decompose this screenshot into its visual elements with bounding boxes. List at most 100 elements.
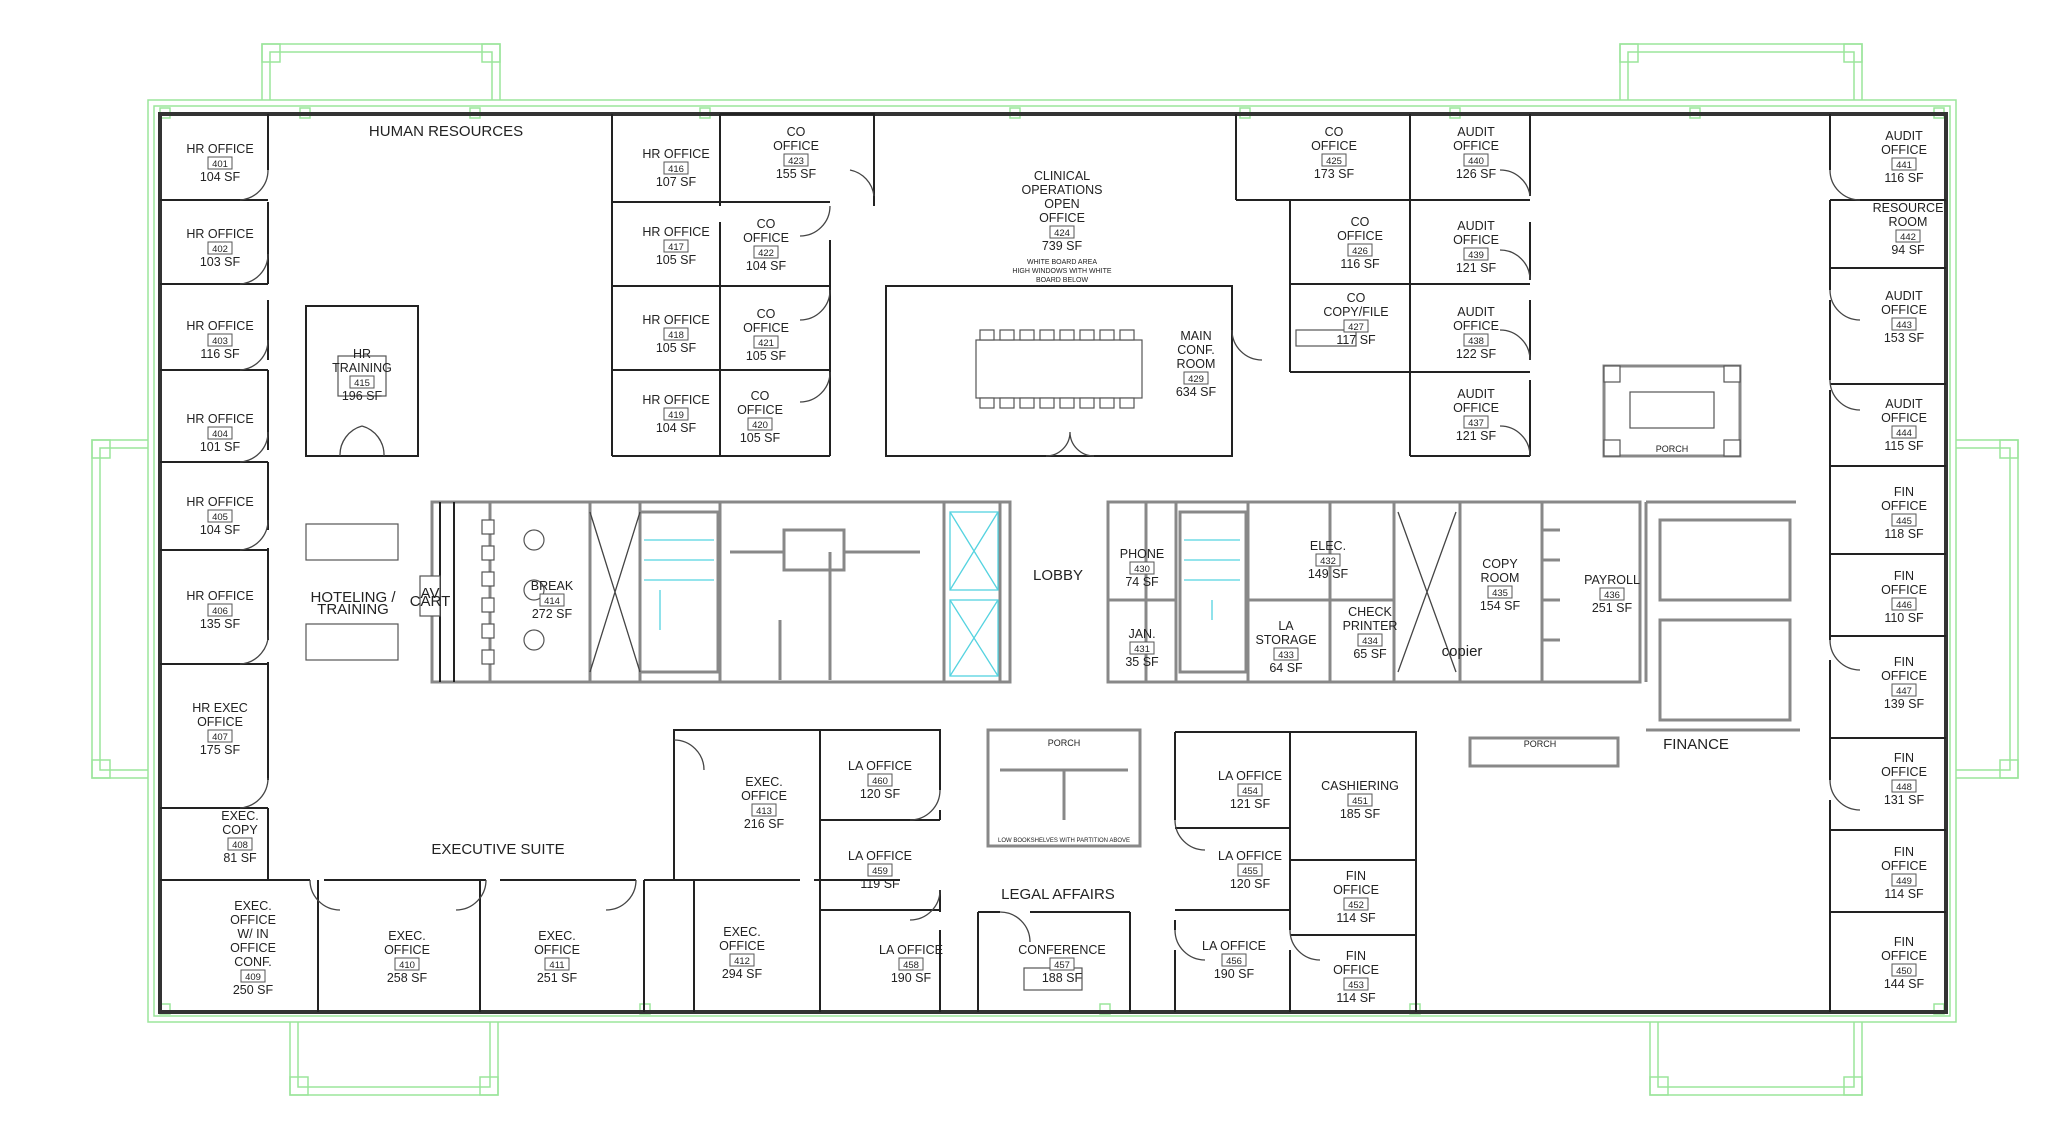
room-name-line: HR OFFICE bbox=[186, 412, 253, 426]
exterior-trim bbox=[91, 43, 2019, 1096]
room-number-box bbox=[1347, 793, 1373, 807]
room-number-box bbox=[747, 417, 773, 431]
room-name-line: OFFICE bbox=[230, 941, 276, 955]
room-number-box bbox=[1891, 317, 1917, 331]
room-name-line: EXEC. bbox=[538, 929, 576, 943]
zone-legal-affairs: LEGAL AFFAIRS bbox=[1001, 886, 1115, 903]
room-number-box bbox=[751, 803, 777, 817]
room-name-line: OFFICE bbox=[773, 139, 819, 153]
room-name-line: CO bbox=[787, 125, 806, 139]
zone-av-cart-line-2: CART bbox=[410, 593, 451, 610]
room-number: 453 bbox=[1348, 980, 1364, 991]
room-name-line: LA OFFICE bbox=[1218, 769, 1282, 783]
room-name-line: TRAINING bbox=[332, 361, 392, 375]
room-name-line: EXEC. bbox=[388, 929, 426, 943]
room-name-line: LA OFFICE bbox=[1202, 939, 1266, 953]
room-number: 406 bbox=[212, 606, 228, 617]
room-number-box bbox=[1343, 977, 1369, 991]
room-number-box bbox=[1891, 779, 1917, 793]
room-area: 634 SF bbox=[1176, 385, 1217, 399]
room-number-box bbox=[663, 327, 689, 341]
room-area: 110 SF bbox=[1884, 611, 1924, 625]
room-number: 450 bbox=[1896, 966, 1912, 977]
room-area: 104 SF bbox=[656, 421, 697, 435]
room-number: 430 bbox=[1134, 564, 1150, 575]
room-area: 119 SF bbox=[860, 877, 900, 891]
room-number: 409 bbox=[245, 972, 261, 983]
whiteboard-note-line-1: WHITE BOARD AREA bbox=[1027, 259, 1097, 266]
room-area: 185 SF bbox=[1340, 807, 1381, 821]
room-number-box bbox=[207, 156, 233, 170]
room-area: 94 SF bbox=[1891, 243, 1925, 257]
room-name-line: OPEN bbox=[1044, 197, 1079, 211]
room-name-line: HR bbox=[353, 347, 371, 361]
room-number-box bbox=[1891, 597, 1917, 611]
room-number: 423 bbox=[788, 156, 804, 167]
room-number: 410 bbox=[399, 960, 415, 971]
room-area: 272 SF bbox=[532, 607, 573, 621]
room-name-line: OFFICE bbox=[1881, 303, 1927, 317]
room-name-line: OFFICE bbox=[1881, 143, 1927, 157]
zone-hoteling-line-1: HOTELING / bbox=[310, 589, 396, 606]
room-number: 411 bbox=[549, 960, 564, 971]
room-number-box bbox=[1321, 153, 1347, 167]
room-area: 121 SF bbox=[1456, 261, 1497, 275]
room-name-line: OFFICE bbox=[1881, 583, 1927, 597]
room-number: 455 bbox=[1242, 866, 1258, 877]
room-number-box bbox=[867, 773, 893, 787]
room-number: 436 bbox=[1604, 590, 1620, 601]
room-area: 117 SF bbox=[1336, 333, 1376, 347]
room-name-line: FIN bbox=[1346, 949, 1366, 963]
room-name-line: AUDIT bbox=[1457, 125, 1495, 139]
room-area: 190 SF bbox=[891, 971, 932, 985]
room-number: 432 bbox=[1320, 556, 1336, 567]
room-area: 154 SF bbox=[1480, 599, 1521, 613]
room-name-line: OFFICE bbox=[743, 231, 789, 245]
room-name-line: MAIN bbox=[1180, 329, 1211, 343]
room-name-line: ROOM bbox=[1481, 571, 1520, 585]
room-name-line: OFFICE bbox=[1311, 139, 1357, 153]
building-core bbox=[419, 500, 1544, 684]
room-number: 422 bbox=[758, 248, 774, 259]
room-name-line: HR OFFICE bbox=[642, 147, 709, 161]
room-name-line: FIN bbox=[1346, 869, 1366, 883]
room-number-box bbox=[1343, 319, 1369, 333]
room-number: 431 bbox=[1134, 644, 1150, 655]
room-number-box bbox=[1891, 683, 1917, 697]
room-area: 173 SF bbox=[1314, 167, 1355, 181]
room-number: 433 bbox=[1278, 650, 1294, 661]
porch-note-north: PORCH bbox=[1656, 444, 1689, 454]
room-name-line: OFFICE bbox=[1881, 411, 1927, 425]
room-number-box bbox=[1463, 333, 1489, 347]
room-name-line: CO bbox=[757, 217, 776, 231]
room-number: 417 bbox=[668, 242, 684, 253]
room-name-line: PRINTER bbox=[1343, 619, 1398, 633]
room-number-box bbox=[1895, 229, 1921, 243]
room-name-line: OFFICE bbox=[1039, 211, 1085, 225]
room-area: 126 SF bbox=[1456, 167, 1497, 181]
room-area: 250 SF bbox=[233, 983, 274, 997]
zone-lobby: LOBBY bbox=[1033, 567, 1083, 584]
room-name-line: LA OFFICE bbox=[879, 943, 943, 957]
room-number: 449 bbox=[1896, 876, 1912, 887]
whiteboard-note-line-3: BOARD BELOW bbox=[1036, 277, 1089, 284]
room-area: 121 SF bbox=[1230, 797, 1271, 811]
